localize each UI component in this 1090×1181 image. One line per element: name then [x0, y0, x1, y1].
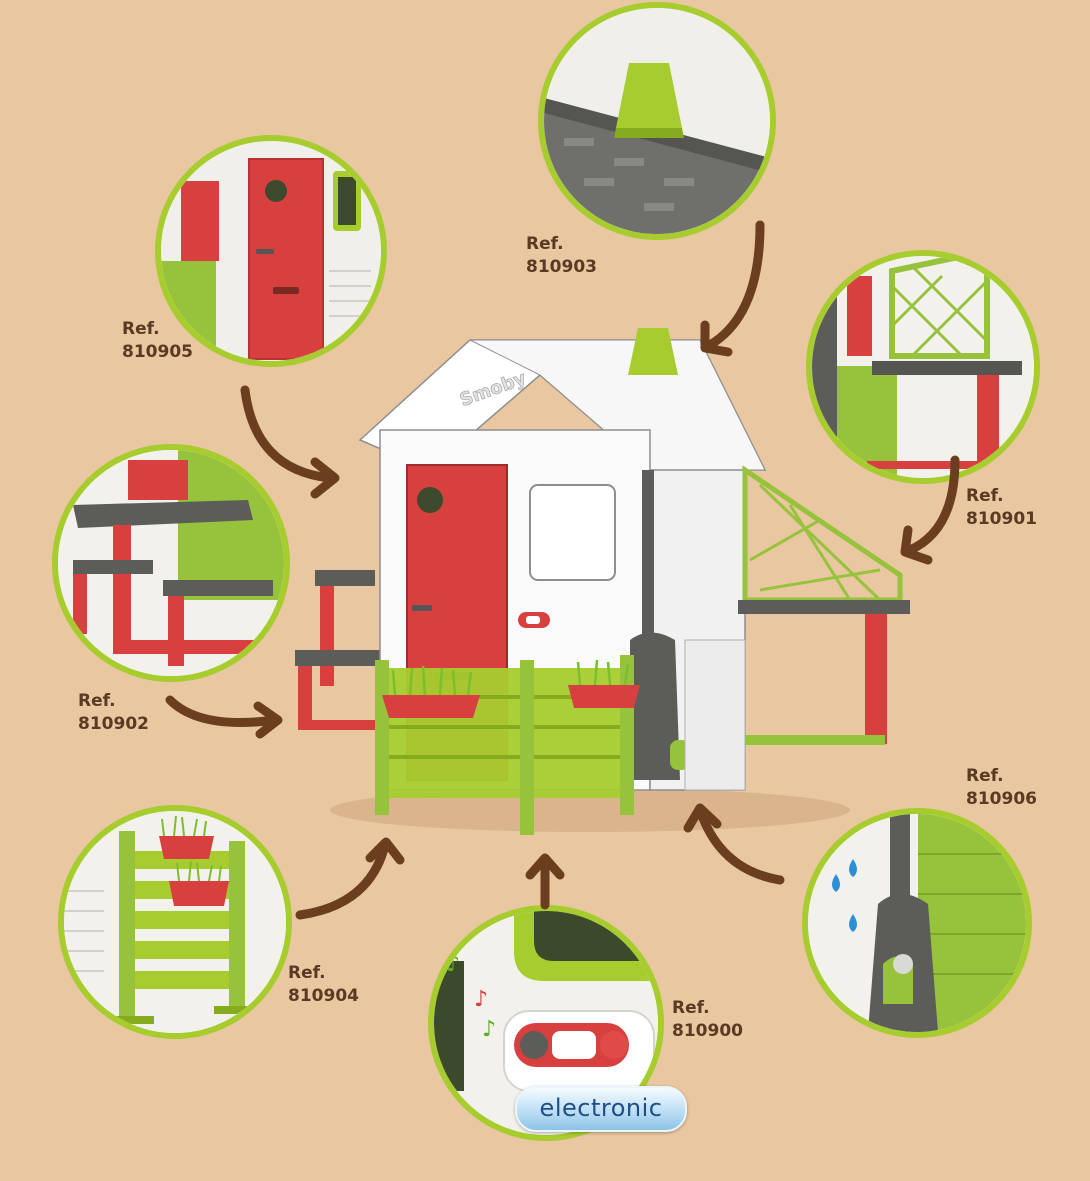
svg-text:♪: ♪: [474, 987, 488, 1012]
ref-prefix: Ref.: [78, 691, 116, 711]
chimney-illustration: [544, 8, 770, 234]
ref-prefix: Ref.: [966, 486, 1004, 506]
arrow-810904: [295, 840, 390, 920]
ref-label-810905: Ref. 810905: [122, 318, 193, 364]
arrow-810902: [165, 695, 280, 727]
ref-label-810901: Ref. 810901: [966, 485, 1037, 531]
door-illustration: [161, 141, 381, 361]
ref-prefix: Ref.: [966, 766, 1004, 786]
water-butt-accessory-circle: [802, 808, 1032, 1038]
arrow-810905: [240, 385, 335, 483]
arrow-810901: [905, 455, 960, 555]
ref-number: 810902: [78, 714, 149, 734]
ref-label-810900: Ref. 810900: [672, 997, 743, 1043]
ref-number: 810903: [526, 257, 597, 277]
kitchen-accessory-circle: [806, 250, 1040, 484]
fence-illustration: [64, 811, 286, 1033]
ref-label-810906: Ref. 810906: [966, 765, 1037, 811]
fence-accessory-circle: [58, 805, 292, 1039]
ref-number: 810905: [122, 342, 193, 362]
door-accessory-circle: [155, 135, 387, 367]
ref-number: 810904: [288, 986, 359, 1006]
arrow-810903: [705, 220, 765, 350]
ref-prefix: Ref.: [122, 319, 160, 339]
picnic-table-accessory-circle: [52, 444, 290, 682]
electronic-badge: electronic: [515, 1086, 687, 1132]
ref-label-810904: Ref. 810904: [288, 962, 359, 1008]
playhouse-illustration: Smoby: [295, 328, 910, 835]
ref-prefix: Ref.: [526, 234, 564, 254]
ref-label-810902: Ref. 810902: [78, 690, 149, 736]
svg-text:♪: ♪: [482, 1017, 496, 1042]
picnic-table-illustration: [58, 450, 284, 676]
kitchen-illustration: [812, 256, 1034, 478]
ref-label-810903: Ref. 810903: [526, 233, 597, 279]
ref-number: 810906: [966, 789, 1037, 809]
arrow-810906: [695, 805, 785, 885]
ref-prefix: Ref.: [288, 963, 326, 983]
ref-prefix: Ref.: [672, 998, 710, 1018]
ref-number: 810900: [672, 1021, 743, 1041]
chimney-accessory-circle: [538, 2, 776, 240]
ref-number: 810901: [966, 509, 1037, 529]
